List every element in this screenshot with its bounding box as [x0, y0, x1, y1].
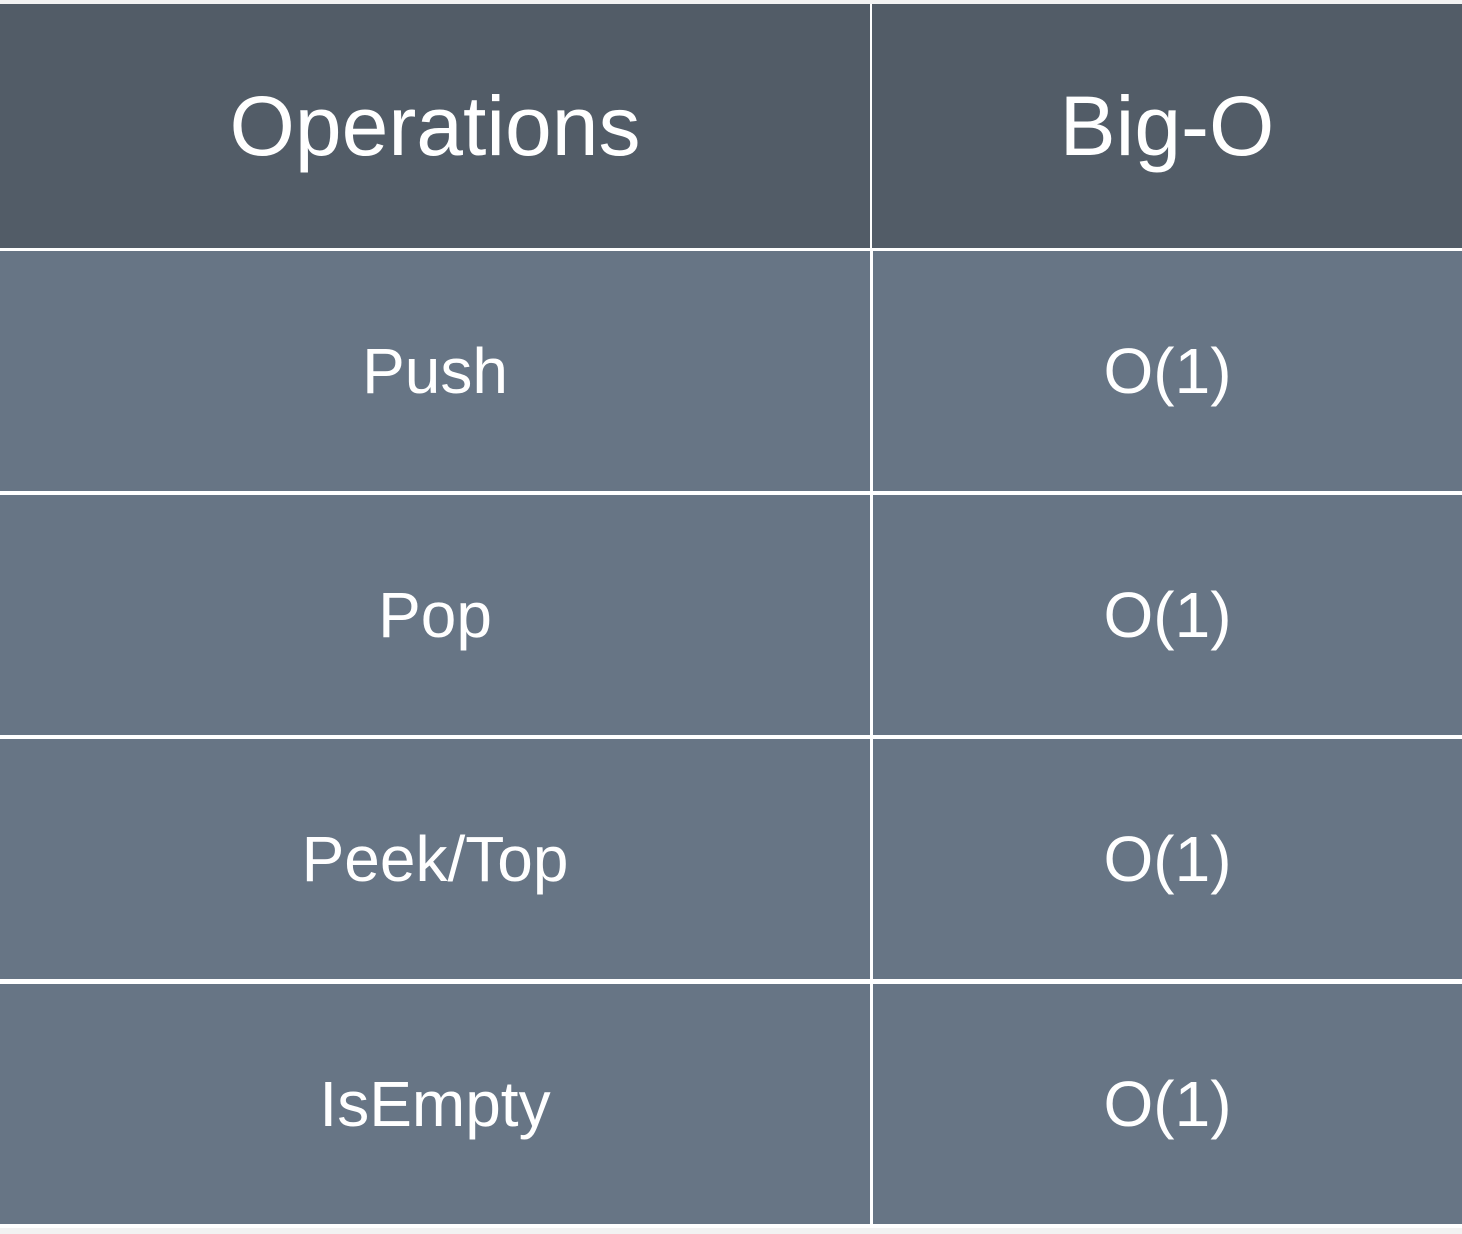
table-row: Peek/Top O(1) [0, 739, 1462, 979]
complexity-cell: O(1) [873, 495, 1462, 735]
table-header-row: Operations Big-O [0, 4, 1462, 248]
header-cell-big-o: Big-O [872, 4, 1462, 248]
table-row: Pop O(1) [0, 495, 1462, 735]
complexity-cell: O(1) [873, 739, 1462, 979]
table-row: IsEmpty O(1) [0, 984, 1462, 1224]
operation-cell: Pop [0, 495, 870, 735]
operation-cell: Peek/Top [0, 739, 870, 979]
table-row: Push O(1) [0, 251, 1462, 491]
complexity-cell: O(1) [873, 984, 1462, 1224]
complexity-table: Operations Big-O Push O(1) Pop O(1) Peek… [0, 4, 1462, 1228]
operation-cell: IsEmpty [0, 984, 870, 1224]
complexity-cell: O(1) [873, 251, 1462, 491]
header-cell-operations: Operations [0, 4, 870, 248]
operation-cell: Push [0, 251, 870, 491]
